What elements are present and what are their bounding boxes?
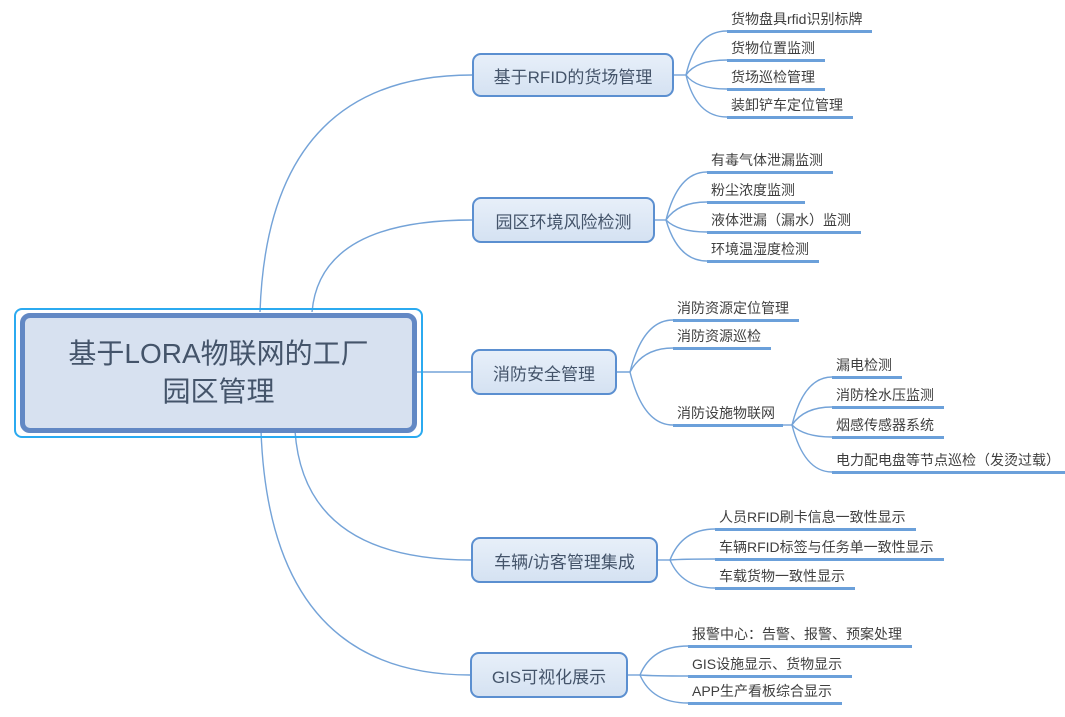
subtopic[interactable]: 漏电检测: [832, 356, 902, 379]
subtopic[interactable]: 消防设施物联网: [673, 404, 783, 427]
root-topic[interactable]: 基于LORA物联网的工厂 园区管理: [20, 313, 417, 433]
subtopic[interactable]: 消防资源巡检: [673, 327, 771, 350]
subtopic[interactable]: 报警中心：告警、报警、预案处理: [688, 625, 912, 648]
subtopic[interactable]: 货物位置监测: [727, 39, 825, 62]
subtopic[interactable]: 货物盘具rfid识别标牌: [727, 10, 873, 33]
subtopic[interactable]: 消防资源定位管理: [673, 299, 799, 322]
subtopic[interactable]: 粉尘浓度监测: [707, 181, 805, 204]
subtopic[interactable]: 环境温湿度检测: [707, 240, 819, 263]
subtopic[interactable]: 装卸铲车定位管理: [727, 96, 853, 119]
branch-topic-park-environment-risk[interactable]: 园区环境风险检测: [472, 197, 655, 243]
subtopic[interactable]: 有毒气体泄漏监测: [707, 151, 833, 174]
subtopic[interactable]: 人员RFID刷卡信息一致性显示: [715, 508, 916, 531]
subtopic[interactable]: 烟感传感器系统: [832, 416, 944, 439]
subtopic[interactable]: 货场巡检管理: [727, 68, 825, 91]
subtopic[interactable]: 车载货物一致性显示: [715, 567, 855, 590]
subtopic[interactable]: GIS设施显示、货物显示: [688, 655, 853, 678]
subtopic[interactable]: 车辆RFID标签与任务单一致性显示: [715, 538, 944, 561]
subtopic[interactable]: 电力配电盘等节点巡检（发烫过载）: [832, 451, 1065, 474]
subtopic[interactable]: 液体泄漏（漏水）监测: [707, 211, 861, 234]
branch-topic-rfid-yard-management[interactable]: 基于RFID的货场管理: [472, 53, 674, 97]
branch-topic-gis-visualization[interactable]: GIS可视化展示: [470, 652, 628, 698]
branch-topic-fire-safety-management[interactable]: 消防安全管理: [471, 349, 617, 395]
branch-topic-vehicle-visitor-management[interactable]: 车辆/访客管理集成: [471, 537, 658, 583]
subtopic[interactable]: 消防栓水压监测: [832, 386, 944, 409]
root-topic-selection-outline: [14, 308, 423, 438]
subtopic[interactable]: APP生产看板综合显示: [688, 682, 843, 705]
